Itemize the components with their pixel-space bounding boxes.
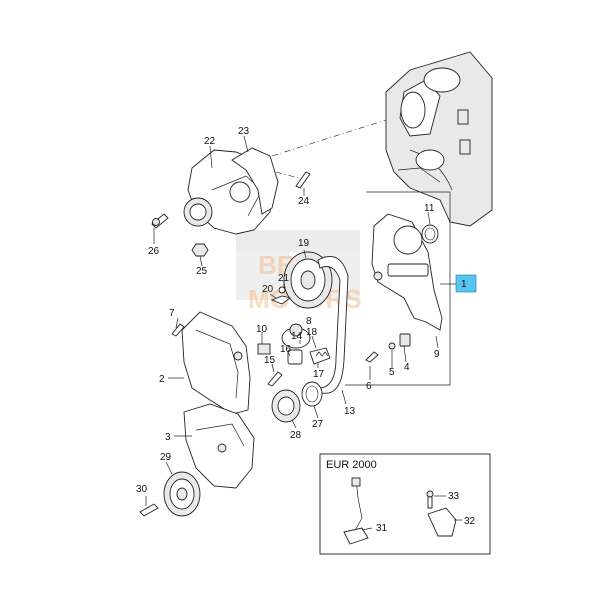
bolt-6: [365, 351, 379, 363]
nut-4: [399, 333, 411, 347]
belt-tensioner: [281, 323, 331, 365]
crankshaft-sprocket: [271, 389, 301, 423]
crank-washer: [301, 381, 323, 407]
callout-26[interactable]: 26: [148, 246, 160, 257]
callout-4[interactable]: 4: [404, 362, 410, 373]
sensor-31-wire: [351, 477, 363, 537]
watermark-band: [236, 230, 360, 252]
callout-17[interactable]: 17: [313, 369, 325, 380]
bolt-30: [139, 503, 159, 517]
eur2000-inset: EUR 2000: [319, 453, 491, 555]
callout-30[interactable]: 30: [136, 484, 148, 495]
washer-21: [278, 286, 286, 294]
callout-16[interactable]: 16: [280, 344, 292, 355]
stud-10: [257, 343, 271, 355]
sensor-31-plug: [351, 477, 361, 487]
sensor-31-body: [343, 527, 369, 545]
centerline-pump-2: [275, 171, 307, 181]
o-ring-11-inner: [424, 227, 436, 241]
inset-title: EUR 2000: [326, 459, 377, 471]
o-ring-11: [421, 224, 439, 244]
water-pump-gasket: [231, 147, 279, 215]
callout-28[interactable]: 28: [290, 430, 302, 441]
callout-24[interactable]: 24: [298, 196, 310, 207]
callout-14[interactable]: 14: [291, 331, 303, 342]
callout-29[interactable]: 29: [160, 452, 172, 463]
bolt-20: [270, 295, 292, 305]
callout-5[interactable]: 5: [389, 367, 395, 378]
callout-25[interactable]: 25: [196, 266, 208, 277]
callout-15[interactable]: 15: [264, 355, 276, 366]
callout-numbers: 1 2 3 4 5 6 7 8 9 10 11 13 14 15 16 17 1…: [136, 126, 476, 534]
callout-1[interactable]: 1: [461, 279, 467, 290]
callout-32[interactable]: 32: [464, 516, 476, 527]
callout-27[interactable]: 27: [312, 419, 324, 430]
upper-front-cover: [181, 311, 251, 415]
bolt-7: [171, 323, 185, 337]
callout-31[interactable]: 31: [376, 523, 388, 534]
centerline-pump: [271, 119, 387, 157]
callout-18[interactable]: 18: [306, 327, 318, 338]
callout-6[interactable]: 6: [366, 381, 372, 392]
bolt-15: [267, 371, 283, 387]
crankshaft-pulley: [163, 471, 201, 517]
callout-3[interactable]: 3: [165, 432, 171, 443]
callout-7[interactable]: 7: [169, 308, 175, 319]
highlight-callout-1[interactable]: [455, 274, 477, 293]
nut-25: [191, 243, 209, 257]
bolt-26-head: [152, 218, 160, 226]
callout-8[interactable]: 8: [306, 316, 312, 327]
bolt-33-head: [426, 490, 434, 498]
callout-33[interactable]: 33: [448, 491, 460, 502]
callout-10[interactable]: 10: [256, 324, 268, 335]
callout-20[interactable]: 20: [262, 284, 274, 295]
callout-19[interactable]: 19: [298, 238, 310, 249]
callout-23[interactable]: 23: [238, 126, 250, 137]
engine-block: [385, 51, 493, 227]
callout-11[interactable]: 11: [424, 203, 435, 214]
rear-timing-cover: [345, 191, 451, 386]
sensor-32-body: [427, 507, 457, 537]
callout-9[interactable]: 9: [434, 349, 440, 360]
stud: [295, 171, 311, 189]
callout-22[interactable]: 22: [204, 136, 216, 147]
callout-13[interactable]: 13: [344, 406, 356, 417]
washer-5: [388, 342, 396, 350]
callout-21[interactable]: 21: [278, 273, 290, 284]
lower-front-cover: [183, 403, 255, 489]
callout-2[interactable]: 2: [159, 374, 165, 385]
leader-lines: [145, 135, 462, 531]
